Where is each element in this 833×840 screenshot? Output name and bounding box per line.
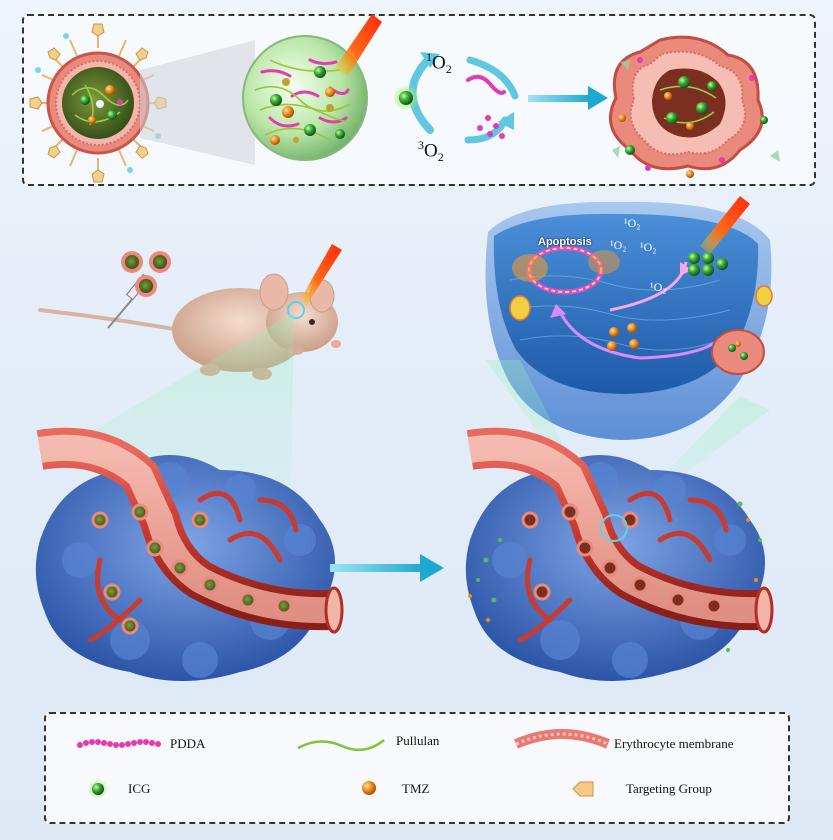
legend-label-erythrocyte-membrane: Erythrocyte membrane <box>614 736 734 751</box>
tumor-cell-cross-section <box>485 196 773 440</box>
tmz-release <box>607 323 639 351</box>
tumor-vessel-before <box>35 427 344 681</box>
photodynamic-cycle <box>393 52 519 144</box>
pdda-degraded-icon <box>477 115 505 139</box>
laser-beam-icon <box>300 244 342 306</box>
nanoparticles-in-vessel <box>91 503 293 635</box>
transition-arrow-bottom <box>330 554 444 582</box>
singlet-oxygen-label: 1O2 <box>426 50 452 77</box>
zoomed-sphere-icon <box>242 14 382 161</box>
mouse-illustration <box>38 244 342 380</box>
legend-label-pullulan: Pullulan <box>396 733 440 748</box>
endocytosed-nanoparticle <box>711 329 765 375</box>
legend-label-icg: ICG <box>128 781 151 796</box>
legend-label-tmz: TMZ <box>402 781 430 796</box>
transition-arrow-top <box>528 86 608 110</box>
triplet-oxygen-label: 3O2 <box>418 138 444 165</box>
icg-cluster <box>688 252 728 276</box>
ros-label: ¹O₂ <box>640 240 657 254</box>
mouse-tail <box>38 308 182 332</box>
ros-label: ¹O₂ <box>624 216 641 230</box>
ros-label: ¹O₂ <box>610 238 627 252</box>
laser-beam-icon <box>335 14 382 76</box>
tumor-site-marker <box>287 301 305 319</box>
legend-panel <box>44 712 790 824</box>
apoptosis-label: Apoptosis <box>538 236 592 248</box>
tumor-vessel-after <box>465 427 774 681</box>
injected-nanoparticles <box>121 251 171 297</box>
tumor-zoom-marker <box>600 514 628 542</box>
ros-label: ¹O₂ <box>650 280 667 294</box>
legend-label-targeting-group: Targeting Group <box>626 781 712 796</box>
disrupted-nanoparticle-icon <box>608 35 780 178</box>
zoom-wedge <box>140 40 255 165</box>
disrupted-particles-in-tumor <box>521 503 723 615</box>
pdda-fragment-icon <box>466 74 506 95</box>
icg-molecule-icon <box>399 91 413 105</box>
legend-label-pdda: PDDA <box>170 736 206 751</box>
laser-beam-icon <box>700 196 750 254</box>
